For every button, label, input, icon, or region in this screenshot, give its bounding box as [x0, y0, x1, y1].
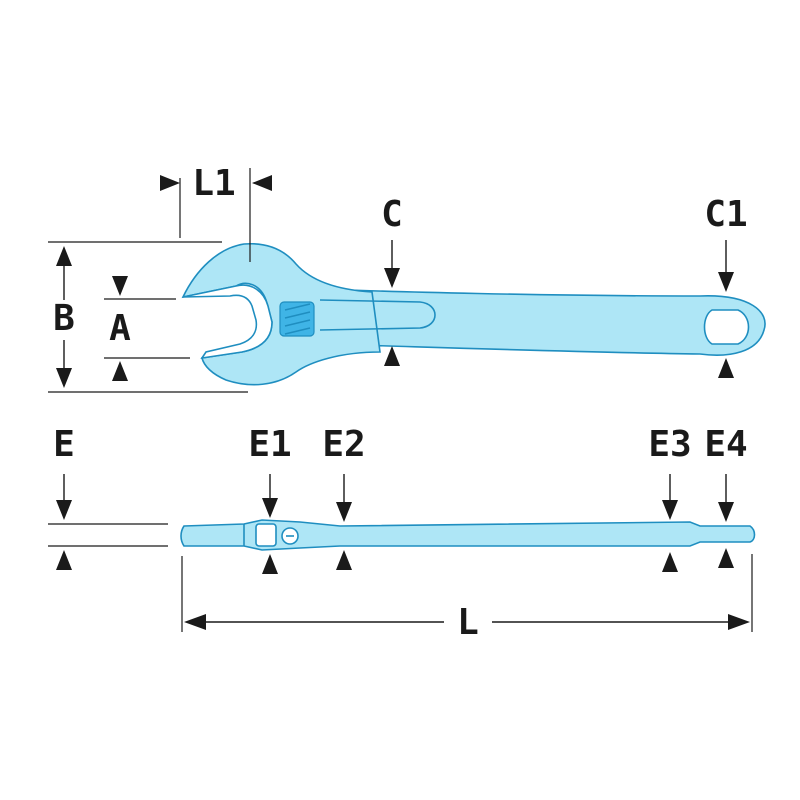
dim-L1: L1	[160, 163, 272, 262]
label-C1: C1	[704, 194, 747, 235]
wrench-side-profile	[180, 519, 756, 551]
label-E3: E3	[648, 424, 691, 465]
wrench-jaw-opening	[182, 284, 273, 360]
side-slider	[255, 523, 277, 547]
wrench-top-view	[181, 242, 766, 386]
label-C: C	[381, 194, 403, 235]
worm-screw	[279, 301, 315, 337]
wrench-handle	[298, 287, 766, 356]
label-E4: E4	[704, 424, 747, 465]
dim-L: L	[181, 554, 753, 643]
label-L1: L1	[192, 163, 235, 204]
label-A: A	[109, 308, 131, 349]
dim-E: E	[48, 424, 168, 570]
wrench-web-slot	[319, 299, 436, 331]
dim-B: B	[48, 241, 248, 393]
dim-E1: E1	[248, 424, 292, 574]
label-B: B	[53, 298, 75, 339]
label-E2: E2	[322, 424, 365, 465]
label-E1: E1	[248, 424, 291, 465]
dim-C: C	[381, 194, 403, 366]
dim-C1: C1	[704, 194, 748, 378]
label-L: L	[457, 602, 479, 643]
dim-E2: E2	[322, 424, 366, 570]
label-E: E	[53, 424, 75, 465]
wrench-hanging-hole	[703, 309, 750, 345]
wrench-side-view	[180, 519, 756, 551]
dim-E4: E4	[704, 424, 748, 568]
dim-A: A	[104, 276, 190, 381]
dim-E3: E3	[648, 424, 692, 572]
